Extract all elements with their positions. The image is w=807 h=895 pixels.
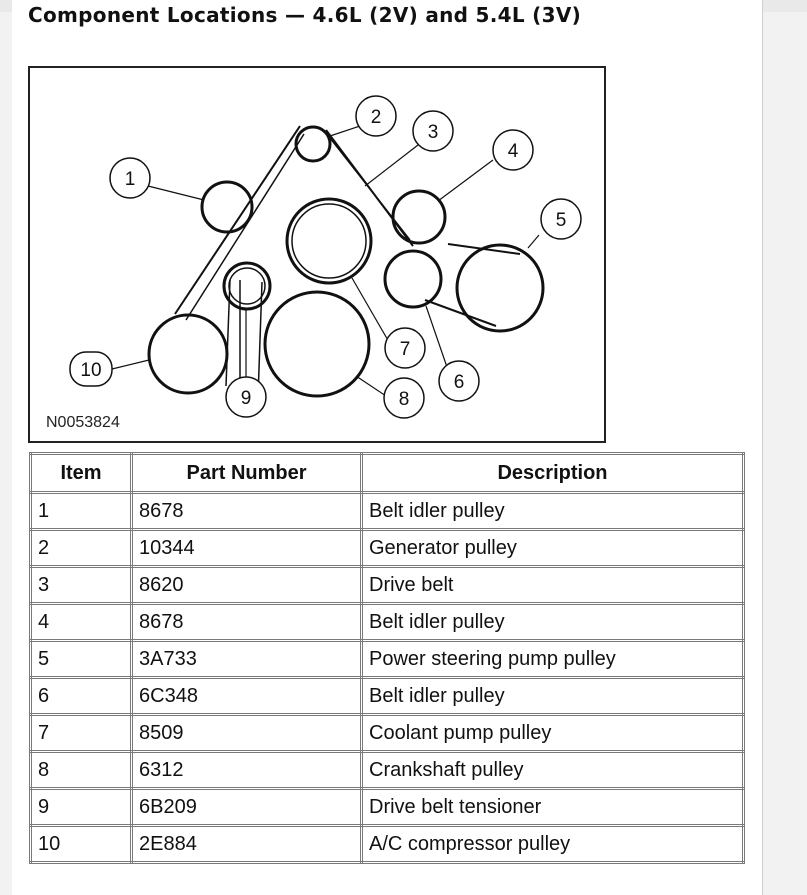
callout-1: 1	[125, 169, 136, 190]
cell-part-number: 6312	[130, 750, 363, 790]
cell-description: Drive belt	[360, 565, 745, 605]
cell-item: 5	[29, 639, 133, 679]
callout-1-circle	[109, 157, 151, 199]
page-title: Component Locations — 4.6L (2V) and 5.4L…	[28, 3, 582, 27]
header-part-number: Part Number	[130, 452, 363, 494]
drive-belt-inner	[185, 133, 411, 321]
cell-description: Crankshaft pulley	[360, 750, 745, 790]
pulley-4	[391, 189, 447, 245]
table-row: 4 8678 Belt idler pulley	[29, 602, 745, 642]
table-row: 10 2E884 A/C compressor pulley	[29, 824, 745, 864]
callout-7-circle	[384, 327, 426, 369]
table-row: 1 8678 Belt idler pulley	[29, 491, 745, 531]
cell-part-number: 10344	[130, 528, 363, 568]
callout-10: 10	[80, 360, 101, 381]
cell-part-number: 8678	[130, 602, 363, 642]
pulley-7-inner	[291, 203, 367, 279]
cell-item: 3	[29, 565, 133, 605]
header-description: Description	[360, 452, 745, 494]
cell-item: 1	[29, 491, 133, 531]
cell-description: Belt idler pulley	[360, 676, 745, 716]
callout-6-circle	[438, 360, 480, 402]
belt-diagram-svg: 1 2 3 4 5 6 7 8 9 10	[69, 95, 582, 419]
table-row: 5 3A733 Power steering pump pulley	[29, 639, 745, 679]
cell-description: Belt idler pulley	[360, 602, 745, 642]
cell-description: Coolant pump pulley	[360, 713, 745, 753]
cell-part-number: 8620	[130, 565, 363, 605]
parts-table: Item Part Number Description 1 8678 Belt…	[29, 452, 745, 864]
cell-item: 8	[29, 750, 133, 790]
cell-part-number: 2E884	[130, 824, 363, 864]
callout-6: 6	[454, 372, 465, 393]
callout-2: 2	[371, 107, 382, 128]
callout-7: 7	[400, 339, 411, 360]
pulley-9-inner	[228, 267, 266, 305]
header-item: Item	[29, 452, 133, 494]
pulley-10	[147, 313, 229, 395]
pulley-7	[285, 197, 373, 285]
pulley-1	[200, 180, 254, 234]
table-row: 3 8620 Drive belt	[29, 565, 745, 605]
table-row: 6 6C348 Belt idler pulley	[29, 676, 745, 716]
callout-2-circle	[355, 95, 397, 137]
cell-description: Belt idler pulley	[360, 491, 745, 531]
cell-part-number: 8678	[130, 491, 363, 531]
table-row: 2 10344 Generator pulley	[29, 528, 745, 568]
pulley-9	[222, 261, 272, 311]
table-header-row: Item Part Number Description	[29, 452, 745, 494]
cell-item: 10	[29, 824, 133, 864]
cell-part-number: 3A733	[130, 639, 363, 679]
cell-description: Drive belt tensioner	[360, 787, 745, 827]
callout-5: 5	[556, 210, 567, 231]
cell-part-number: 6C348	[130, 676, 363, 716]
cell-item: 4	[29, 602, 133, 642]
callout-4-circle	[492, 129, 534, 171]
tensioner-belt	[225, 279, 263, 399]
cell-item: 2	[29, 528, 133, 568]
belt-routing-diagram: 1 2 3 4 5 6 7 8 9 10 N0053824	[28, 66, 606, 443]
callout-8: 8	[399, 389, 410, 410]
cell-description: Power steering pump pulley	[360, 639, 745, 679]
cell-item: 7	[29, 713, 133, 753]
figure-id: N0053824	[46, 414, 120, 431]
pulley-8	[263, 290, 371, 398]
cell-part-number: 6B209	[130, 787, 363, 827]
callout-8-circle	[383, 377, 425, 419]
pulley-6	[383, 249, 443, 309]
table-row: 7 8509 Coolant pump pulley	[29, 713, 745, 753]
cell-part-number: 8509	[130, 713, 363, 753]
cell-description: Generator pulley	[360, 528, 745, 568]
table-row: 9 6B209 Drive belt tensioner	[29, 787, 745, 827]
cell-item: 9	[29, 787, 133, 827]
pulley-2	[294, 125, 332, 163]
callout-9-circle	[225, 376, 267, 418]
callout-4: 4	[508, 141, 519, 162]
cell-description: A/C compressor pulley	[360, 824, 745, 864]
cell-item: 6	[29, 676, 133, 716]
callout-10-box	[69, 351, 113, 387]
callout-3: 3	[428, 122, 439, 143]
table-row: 8 6312 Crankshaft pulley	[29, 750, 745, 790]
callout-5-circle	[540, 198, 582, 240]
callout-3-circle	[412, 110, 454, 152]
callout-9: 9	[241, 388, 252, 409]
pulley-5	[455, 243, 545, 333]
